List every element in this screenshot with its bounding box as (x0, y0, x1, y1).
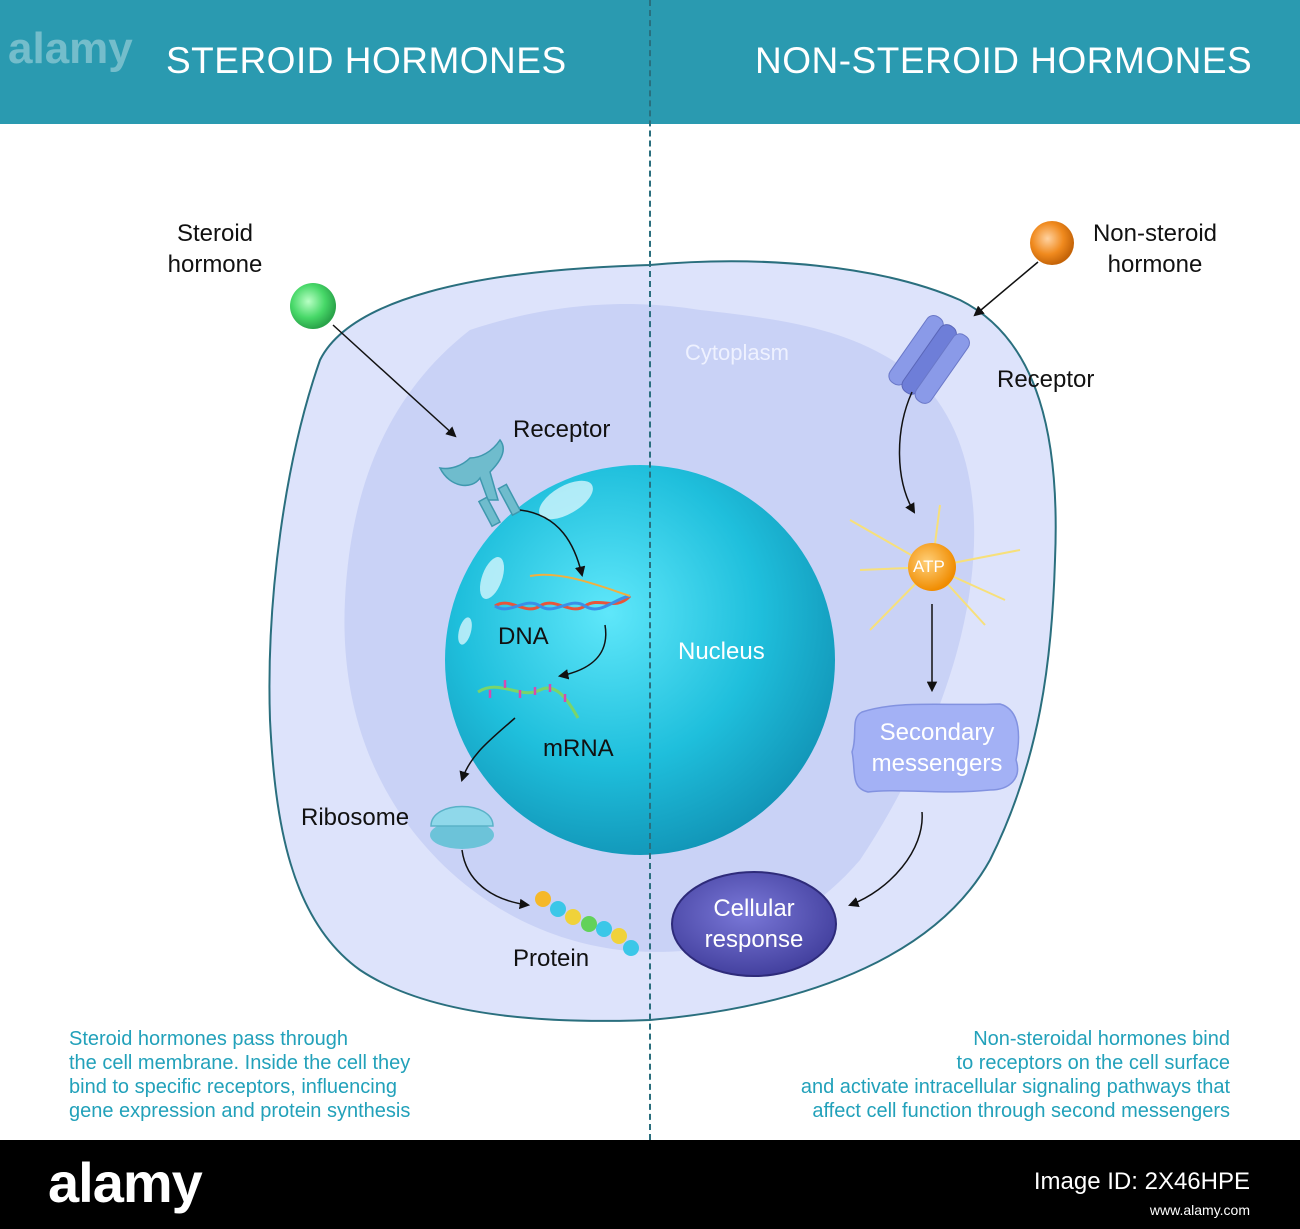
panel-divider (649, 0, 651, 1140)
footer-brand-logo: alamy (48, 1151, 203, 1214)
secondary-messengers-line1: Secondary (879, 719, 995, 746)
receptor-left-label: Receptor (513, 416, 611, 443)
cell-diagram (268, 221, 1074, 1022)
left-title: STEROID HORMONES (166, 40, 567, 81)
cellular-response-ellipse (671, 871, 837, 977)
cytoplasm-label: Cytoplasm (685, 340, 789, 365)
arrow-hormone-to-channel (973, 261, 1039, 317)
non-steroid-hormone-icon (1030, 221, 1074, 265)
footer-url: www.alamy.com (1149, 1202, 1250, 1218)
atp-icon (908, 543, 956, 591)
non-steroid-receptor-icon (888, 314, 970, 404)
nucleus (445, 465, 835, 855)
steroid-description-line: gene expression and protein synthesis (69, 1100, 411, 1122)
non-steroid-description-line: affect cell function through second mess… (812, 1100, 1230, 1122)
steroid-hormone-icon (290, 283, 336, 329)
non-steroid-description: Non-steroidal hormones bind to receptors… (801, 1027, 1230, 1123)
nucleus-label: Nucleus (678, 638, 765, 665)
steroid-hormone-label: Steroid hormone (160, 218, 270, 280)
arrow-ribosome-to-protein (461, 849, 531, 910)
secondary-messengers-label: Secondary messengers (862, 717, 1012, 779)
non-steroid-hormone-label: Non-steroid hormone (1080, 218, 1230, 280)
nucleus-highlight (539, 480, 593, 520)
secondary-messengers-line2: messengers (871, 750, 1003, 777)
steroid-hormone-line2: hormone (167, 251, 263, 278)
arrow-dna-to-mrna (557, 624, 607, 680)
dna-label: DNA (498, 623, 549, 650)
non-steroid-description-line: Non-steroidal hormones bind (973, 1028, 1230, 1050)
cellular-response-line2: response (704, 926, 804, 953)
protein-icon (535, 891, 639, 956)
ribosome-label: Ribosome (301, 804, 410, 831)
steroid-hormone-line1: Steroid (176, 220, 254, 247)
watermark-logo: alamy (8, 24, 133, 73)
mrna-label: mRNA (543, 735, 614, 762)
dna-icon (494, 573, 632, 611)
arrow-hormone-to-receptor (332, 324, 457, 438)
mrna-icon (477, 680, 580, 719)
footer-image-id: Image ID: 2X46HPE (1033, 1168, 1250, 1195)
steroid-description-line: the cell membrane. Inside the cell they (69, 1052, 411, 1074)
ribosome-icon (430, 805, 494, 849)
footer-bar: alamy Image ID: 2X46HPE www.alamy.com (0, 1140, 1300, 1229)
cellular-response-label: Cellular response (694, 893, 814, 955)
atp-label: ATP (913, 557, 945, 576)
secondary-messengers-box (851, 703, 1020, 793)
arrow-receptor-to-dna (519, 509, 586, 578)
protein-label: Protein (513, 945, 590, 972)
arrow-messengers-to-response (848, 811, 923, 907)
arrow-mrna-to-ribosome (459, 717, 516, 782)
steroid-receptor-icon (438, 438, 522, 528)
receptor-right-label: Receptor (997, 366, 1095, 393)
right-title: NON-STEROID HORMONES (755, 40, 1253, 81)
non-steroid-description-line: and activate intracellular signaling pat… (800, 1076, 1230, 1098)
non-steroid-hormone-line1: Non-steroid (1092, 220, 1218, 247)
steroid-description-line: bind to specific receptors, influencing (69, 1076, 397, 1098)
non-steroid-description-line: to receptors on the cell surface (956, 1052, 1230, 1074)
steroid-description-line: Steroid hormones pass through (69, 1028, 349, 1050)
arrow-receptor-to-atp (898, 391, 916, 514)
non-steroid-hormone-line2: hormone (1107, 251, 1203, 278)
cellular-response-line1: Cellular (713, 895, 795, 922)
steroid-description: Steroid hormones pass through the cell m… (69, 1027, 410, 1123)
